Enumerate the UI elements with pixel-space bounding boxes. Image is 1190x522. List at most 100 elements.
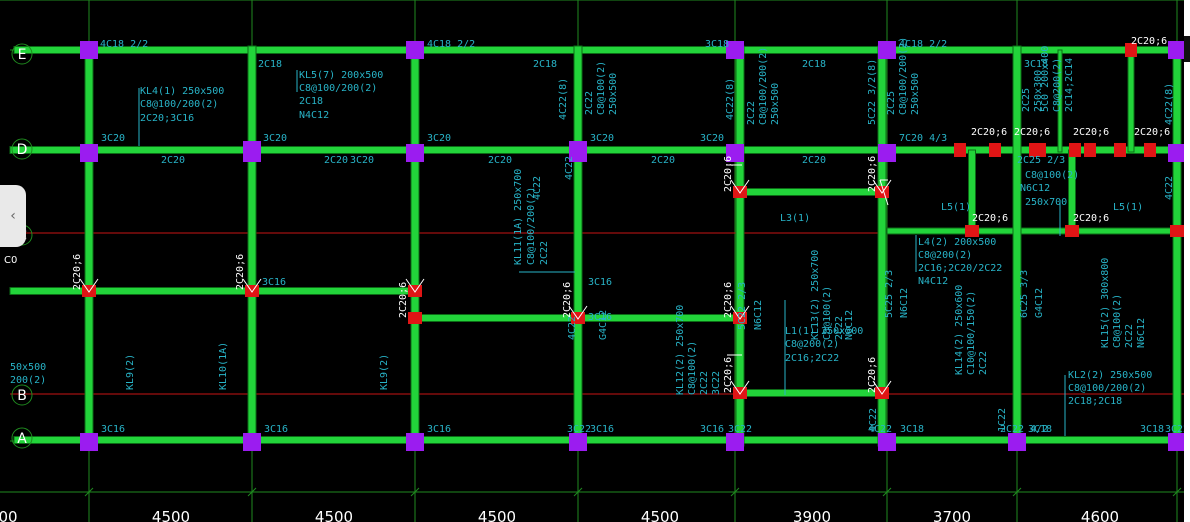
beam-annotation-text: 3C18 [1028,424,1052,435]
rebar-mark [733,312,747,324]
rebar-marks-layer [79,43,1184,399]
side-panel-toggle[interactable]: ‹ [0,185,26,247]
right-scroll-edge[interactable] [1184,0,1190,522]
beam-annotation-text: KL5(7) 200x500 [299,70,383,81]
axis-bubble [11,384,33,406]
beam-column-line-1 [247,45,257,447]
column [406,41,424,59]
beam-annotation-text: 4C18 2/2 [899,39,947,50]
beam-row-E [13,46,1183,54]
beam-annotation-text: 2C20;6 [1073,127,1109,138]
span-dimension-label: 4600 [1081,508,1119,522]
span-dimension-label: 4500 [641,508,679,522]
dimension-tick [573,487,583,497]
beam-annotation-text: L5(1) [941,202,971,213]
beam-annotation-text: L5(1) [1113,202,1143,213]
beam-annotation-vertical-text: 5C0 200x400 [1040,46,1051,112]
rebar-mark [408,285,422,297]
beam-annotation-text: 3C22 [567,424,591,435]
beam-annotation-text: 2C16;2C20/2C22 [918,263,1002,274]
beam-column-line-5 [877,45,887,447]
beam-annotation-text: 2C20;6 [1131,36,1167,47]
beam-annotation-text: 2C18;2C18 [1068,396,1122,407]
span-dimension-label: 00 [0,508,18,522]
axis-label-A: A [17,431,27,447]
beam-small-E2 [1057,49,1063,153]
rebar-hook [872,380,892,395]
beam-annotation-text: L1(1) 250x500 [785,326,863,337]
beam-annotation-vertical-text: 250x500 [770,83,781,125]
beam-annotation-text: C8@100/200(2) [140,99,218,110]
column [243,433,261,451]
rebar-hook [242,278,262,293]
beam-annotation-text: 2C20 [324,155,348,166]
beam-annotation-text: 2C20 [651,155,675,166]
beam-annotation-vertical-text: N6C12 [899,288,910,318]
beam-annotation-text: 250x700 [1025,197,1067,208]
beam-row-KL9 [9,287,416,295]
axis-bubble [11,427,33,449]
axis-label-C-partial: C0 [4,255,17,266]
beam-annotation-text: 2C20 [802,155,826,166]
beam-annotation-text: 3C18 [900,424,924,435]
scrollbar-thumb[interactable] [1184,36,1190,62]
dimension-tick [730,487,740,497]
rebar-mark [1034,143,1046,157]
column [1168,41,1186,59]
beam-L1 [739,389,888,397]
column [80,433,98,451]
leader-lines-layer [138,70,1066,436]
beam-annotation-text: N6C12 [1020,183,1050,194]
beam-annotation-text: C8@200(2) [918,250,972,261]
leader-line-white [879,179,889,206]
beam-annotation-text: 2C20 [488,155,512,166]
beam-annotation-text: 3C20 [590,133,614,144]
beam-annotation-vertical-text: 2C25 [886,91,897,115]
beam-annotation-vertical-text: C8@100/200(2) [898,37,909,115]
column [1008,433,1026,451]
beam-annotation-vertical-text: 4C22 [564,156,575,180]
beam-annotation-text: 2C18 [299,96,323,107]
beam-annotation-vertical-text: 5C25 2/3 [884,270,895,318]
beam-annotation-text: 4C18 2/2 [100,39,148,50]
dimension-tick [882,487,892,497]
span-dimension-label: 4500 [315,508,353,522]
beam-column-line-2 [410,45,420,447]
beam-annotation-vertical-text: 4C22(8) [558,78,569,120]
beam-annotation-vertical-text: 2C20;6 [723,282,734,318]
beam-annotation-text: 2C25 2/3 [1017,155,1065,166]
beam-annotation-text: 3C20 [700,133,724,144]
rebar-mark [82,285,96,297]
beam-annotation-text: L3(1) [780,213,810,224]
beam-annotation-vertical-text: 2C22 [834,316,845,340]
dimension-tick [1172,487,1182,497]
span-dimension-label: 4500 [152,508,190,522]
rebar-mark [1069,143,1081,157]
axis-bubble [11,138,33,160]
beam-annotation-vertical-text: 2C20;6 [867,357,878,393]
beam-annotation-vertical-text: C8@200(2) [1052,58,1063,112]
axis-label-D: D [17,142,28,158]
beam-annotation-vertical-text: C8@100/200(2) [526,187,537,265]
rebar-mark [1170,225,1184,237]
dimension-tick [1012,487,1022,497]
beam-annotation-vertical-text: C8@100(2) [596,61,607,115]
beam-annotation-vertical-text: 1C22 [997,408,1008,432]
beam-annotation-text: 3C16 [700,424,724,435]
beam-annotation-text: 2C22 4/2 [1000,424,1048,435]
beam-annotation-text: 3C20 [101,133,125,144]
beam-annotation-vertical-text: 2C22 [584,91,595,115]
beam-annotation-vertical-text: 4C22 [567,316,578,340]
rebar-mark [1065,225,1079,237]
beam-annotation-vertical-text: N6C12 [844,310,855,340]
beam-annotation-vertical-text: 250x500 [910,73,921,115]
beam-annotation-text: 2C20;3C16 [140,113,194,124]
rebar-mark [1125,43,1137,57]
beam-annotation-text: 4C22 [868,424,892,435]
beam-annotation-vertical-text: KL9(2) [125,354,136,390]
beam-annotation-vertical-text: 4C22 [1164,176,1175,200]
beam-annotation-text: 2C20 [161,155,185,166]
beam-row-A [13,436,1183,444]
beam-annotation-text: 3C18 [1140,424,1164,435]
